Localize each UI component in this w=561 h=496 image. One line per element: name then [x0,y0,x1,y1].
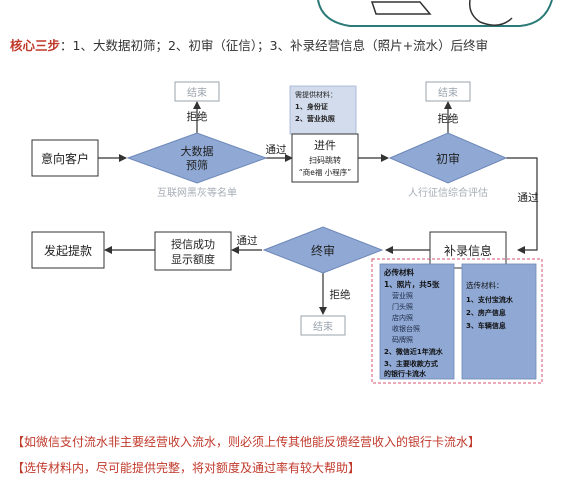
end-box-2 [425,81,471,102]
provide-materials-box [289,85,357,135]
required-title: 必传材料 [383,267,414,277]
hand-sketch-icon [468,0,513,26]
reject-label-1: 拒绝 [187,110,208,123]
arrow-first-supplement [506,157,538,254]
required-materials-panel [379,263,455,380]
materials-dashed-frame [371,258,543,384]
end-box-3-label: 结束 [313,320,333,333]
photo-item-2: 门头照 [392,302,413,311]
headline-key: 核心三步 [10,38,61,53]
pass-label-1: 通过 [266,143,287,156]
headline-text: ：1、大数据初筛；2、初审（征信）；3、补录经营信息（照片+流水）后终审 [60,38,489,53]
bigdata-caption: 互联网黑灰等名单 [157,186,237,199]
required-bank-2: 的银行卡流水 [384,369,427,378]
first-review-label: 初审 [436,151,460,166]
reject-label-2: 拒绝 [438,112,459,125]
reject-label-3: 拒绝 [330,288,351,301]
customer-label: 意向客户 [41,151,89,166]
core-steps-headline: 核心三步：1、大数据初筛；2、初审（征信）；3、补录经营信息（照片+流水）后终审 [10,35,488,54]
document-sketch-icon [370,1,432,15]
provide-item-1: 1、身份证 [295,102,328,111]
photo-item-5: 码牌照 [392,335,413,344]
entry-line-1: 扫码跳转 [309,155,341,165]
header-illustration [317,0,553,27]
entry-box [291,133,359,183]
photo-item-4: 收银台照 [392,324,420,333]
entry-title: 进件 [314,139,336,152]
bigdata-label-1: 大数据 [181,144,214,158]
supplement-label: 补录信息 [444,243,492,258]
photo-item-3: 店内照 [392,313,413,322]
optional-materials-panel [461,263,537,380]
pass-label-3: 通过 [237,234,258,247]
bigdata-screening-diamond [126,132,268,184]
flow-diagram: 结束 结束 结束 意向客户 大数据 预筛 互联网黑灰等名单 拒绝 通过 需提供材… [31,81,543,384]
end-box-1 [174,81,220,102]
end-box-2-label: 结束 [438,86,458,99]
loan-box [31,231,105,269]
optional-item-3: 3、车辆信息 [466,321,506,330]
required-photos: 1、照片，共5张 [384,279,440,289]
end-box-1-label: 结束 [187,86,207,99]
note-1: 【如微信支付流水非主要经营收入流水，则必须上传其他能反馈经营收入的银行卡流水】 [12,435,481,449]
customer-box [31,139,99,177]
final-review-diamond [262,226,384,274]
optional-item-2: 2、房产信息 [466,308,506,317]
first-review-caption: 人行征信综合评估 [408,186,488,199]
first-review-diamond [388,132,508,184]
bigdata-label-2: 预筛 [186,158,208,172]
required-bank-1: 3、主要收款方式 [384,359,438,368]
note-2: 【选传材料内，尽可能提供完整，将对额度及通过率有较大帮助】 [12,461,361,475]
photo-item-1: 营业照 [392,291,413,300]
credit-success-box [154,231,232,271]
loan-label: 发起提款 [44,243,92,258]
credit-label-1: 授信成功 [171,237,215,251]
end-box-3 [300,315,346,336]
provide-item-2: 2、营业执照 [295,114,335,123]
required-wechat: 2、微信近1年流水 [384,347,444,356]
credit-label-2: 显示额度 [171,252,215,266]
provide-title: 需提供材料： [295,90,337,99]
entry-line-2: “商e福 小程序” [299,167,351,177]
optional-title: 选传材料： [466,280,504,290]
optional-item-1: 1、支付宝流水 [466,295,514,304]
final-review-label: 终审 [311,243,335,258]
pass-label-2: 通过 [518,191,539,204]
